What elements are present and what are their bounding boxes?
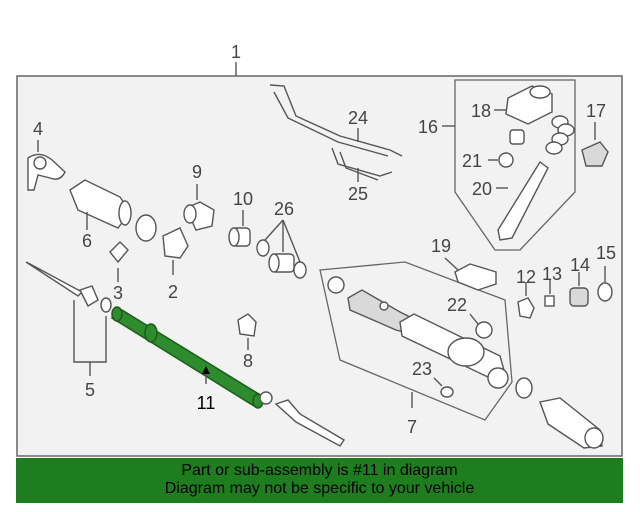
callout-23[interactable]: 23	[412, 359, 432, 379]
callout-12[interactable]: 12	[516, 267, 536, 287]
callout-17[interactable]: 17	[586, 101, 606, 121]
callout-25[interactable]: 25	[348, 184, 368, 204]
pipe-part-25-inner	[339, 151, 379, 181]
bushing-part-9	[183, 201, 215, 231]
tie-rod-end-part-4	[27, 153, 66, 191]
subassembly-box-16	[454, 79, 576, 251]
pinion-part-20	[497, 160, 549, 241]
callout-3[interactable]: 3	[113, 283, 123, 303]
callout-21[interactable]: 21	[462, 151, 482, 171]
callout-13[interactable]: 13	[542, 264, 562, 284]
callout-2[interactable]: 2	[168, 282, 178, 302]
nut-part-23	[440, 386, 454, 398]
callout-5[interactable]: 5	[85, 380, 95, 400]
boot-right	[515, 377, 604, 449]
clamp-part-2	[162, 227, 189, 259]
pipe-part-25	[331, 147, 393, 177]
leader-23	[433, 377, 443, 387]
leader-22	[469, 313, 479, 325]
callout-26[interactable]: 26	[274, 199, 294, 219]
valve-body-part-18	[505, 85, 553, 125]
callout-7[interactable]: 7	[407, 417, 417, 437]
boot-part-6	[69, 179, 132, 229]
pipe-part-24	[269, 84, 403, 157]
callout-10[interactable]: 10	[233, 189, 253, 209]
clamp-ring	[135, 214, 157, 242]
nut-part-12	[517, 297, 535, 319]
callout-16[interactable]: 16	[418, 117, 438, 137]
callout-20[interactable]: 20	[472, 179, 492, 199]
banner-line-1: Part or sub-assembly is #11 in diagram	[181, 462, 458, 479]
bushings-part-26	[256, 239, 307, 279]
bushing-part-10	[228, 227, 251, 247]
rack-housing	[327, 276, 509, 389]
bushing-part-14	[569, 287, 589, 307]
callout-8[interactable]: 8	[243, 351, 253, 371]
seal-part-22	[475, 321, 493, 339]
callout-4[interactable]: 4	[33, 119, 43, 139]
leader-26c	[282, 219, 301, 263]
inner-tie-rod	[259, 391, 345, 447]
banner-line-2: Diagram may not be specific to your vehi…	[164, 480, 475, 497]
leader-26a	[264, 219, 284, 241]
gasket-part-19	[454, 263, 497, 291]
nut-part-13	[544, 295, 555, 307]
pipe-part-24-inner	[273, 91, 389, 157]
callout-15[interactable]: 15	[596, 243, 616, 263]
arrow-11-icon	[202, 366, 210, 374]
info-banner: Part or sub-assembly is #11 in diagram D…	[16, 458, 623, 503]
bushing-part-8	[237, 313, 257, 337]
ring-part-15	[597, 282, 613, 302]
callout-24[interactable]: 24	[348, 108, 368, 128]
callout-6[interactable]: 6	[82, 231, 92, 251]
clip-part-3	[109, 241, 129, 264]
cap-part-17	[581, 141, 609, 167]
bearing-part-21	[498, 152, 514, 168]
leader-19	[444, 257, 459, 271]
callout-22[interactable]: 22	[447, 295, 467, 315]
callout-18[interactable]: 18	[471, 101, 491, 121]
callout-1[interactable]: 1	[231, 42, 241, 62]
callout-19[interactable]: 19	[431, 236, 451, 256]
callout-9[interactable]: 9	[192, 162, 202, 182]
tie-rod-part-5	[25, 261, 112, 313]
seal-rings	[509, 115, 575, 155]
callout-14[interactable]: 14	[570, 255, 590, 275]
callout-11[interactable]: 11	[197, 393, 216, 413]
